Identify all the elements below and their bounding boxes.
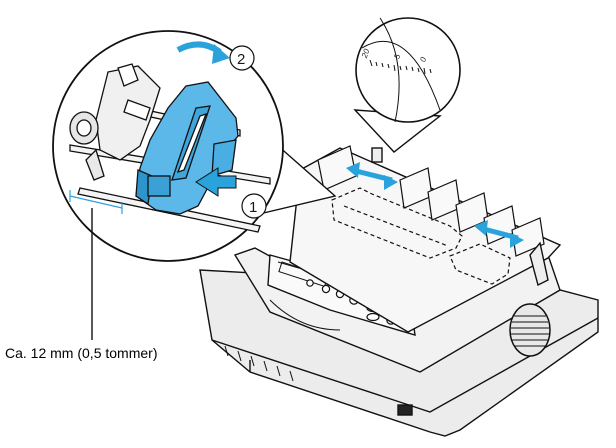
- step-1-badge: 1: [241, 193, 267, 219]
- scale-label-middle: 5: [392, 52, 402, 60]
- printer-body: [199, 145, 599, 437]
- dimension-marker: [69, 190, 123, 214]
- step-2-badge: 2: [229, 45, 255, 71]
- rotate-arrow-icon: [176, 41, 230, 64]
- double-arrow-icon: [474, 220, 524, 248]
- push-arrow-icon: [195, 167, 237, 197]
- measurement-caption: Ca. 12 mm (0,5 tommer): [5, 345, 158, 361]
- svg-text:2: 2: [237, 51, 245, 68]
- scale-label-left: 20: [360, 47, 372, 60]
- scale-zoom-callout: 20 5 0: [353, 17, 461, 153]
- sprocket-mechanism: [69, 63, 161, 181]
- svg-text:1: 1: [249, 199, 257, 216]
- double-arrow-icon: [346, 162, 398, 190]
- scale-label-right: 0: [418, 55, 428, 63]
- tractor-outlines: [331, 187, 511, 285]
- blue-tractor-unit: [135, 81, 239, 215]
- tractor-zoom-callout: 2 1: [52, 30, 337, 262]
